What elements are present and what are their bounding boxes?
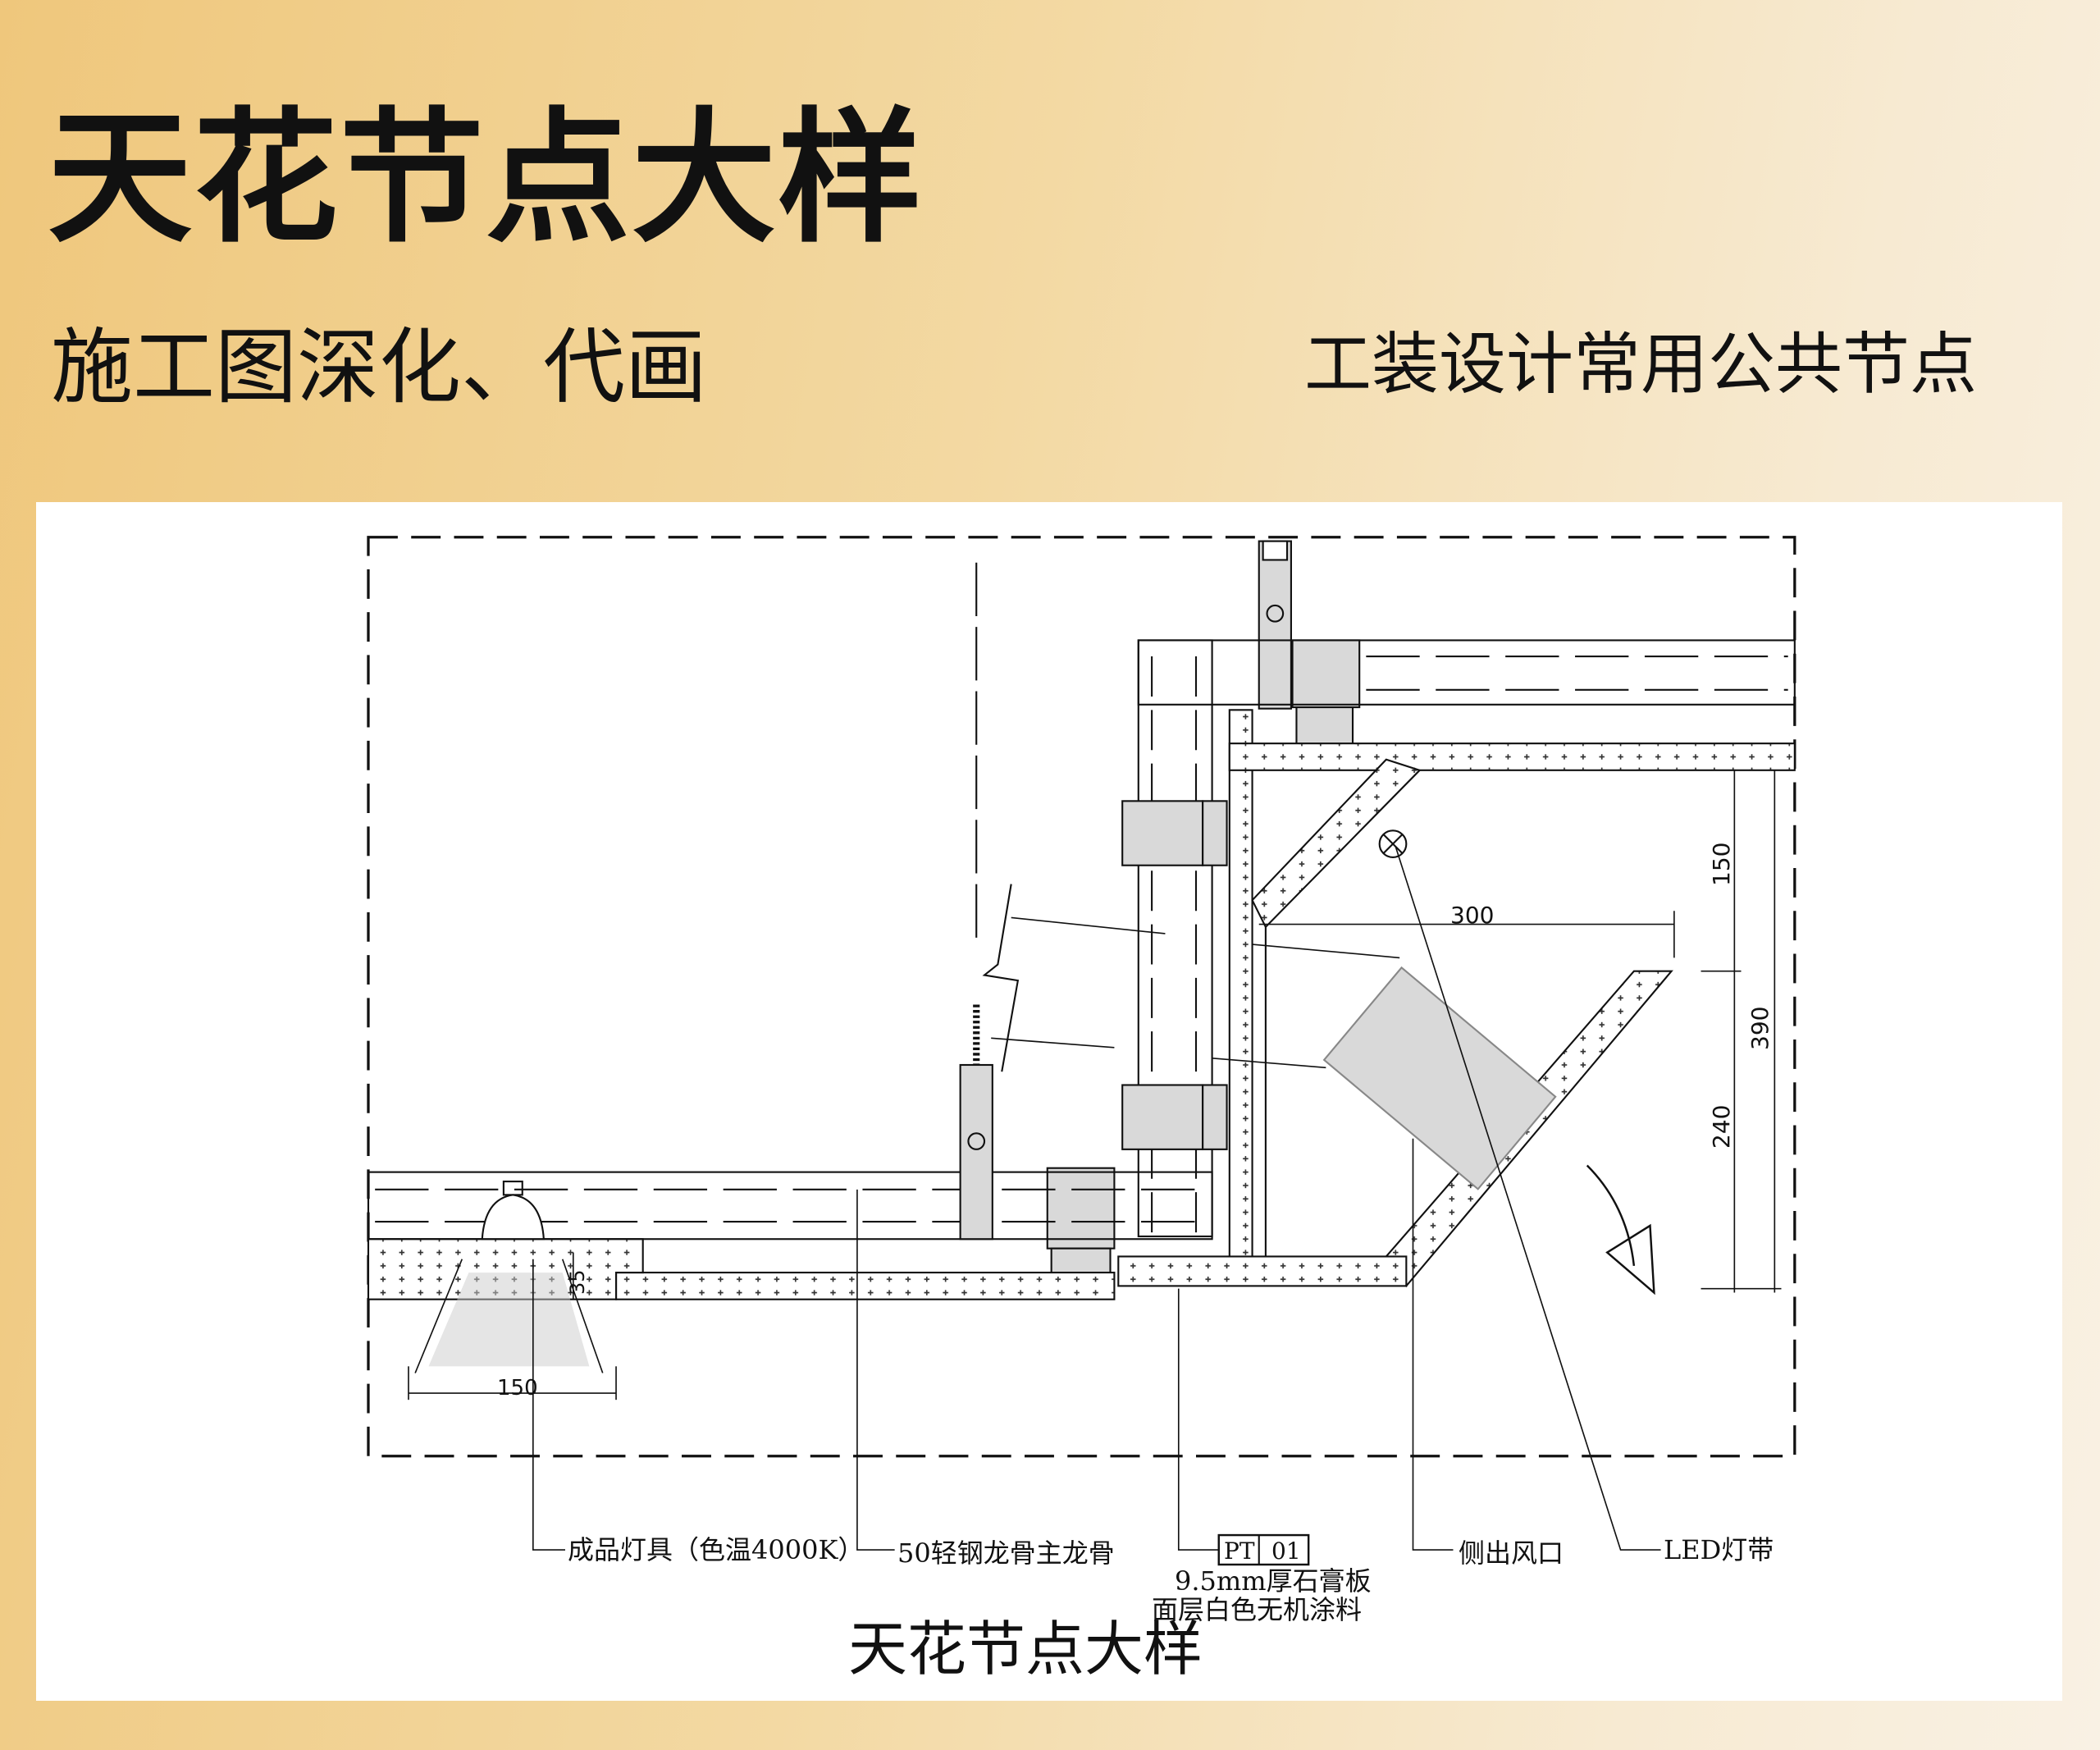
- dashed-frame: [367, 536, 1796, 1458]
- side-vent-duct: [1322, 966, 1557, 1190]
- dim-390: 390: [1746, 1007, 1774, 1050]
- dim-240: 240: [1708, 1105, 1735, 1149]
- led-strip-fixture: [1378, 829, 1408, 858]
- dim-150: 150: [1708, 843, 1735, 886]
- vertical-keel-frame: [1137, 639, 1213, 1238]
- label-main-keel: 50轻钢龙骨主龙骨: [897, 1538, 1115, 1569]
- top-gypsum-board: [1228, 742, 1796, 771]
- material-tag-box: [1217, 1533, 1310, 1566]
- dim-300: 300: [1450, 902, 1494, 929]
- label-gypsum-board: 9.5mm厚石膏板: [1175, 1565, 1372, 1597]
- drawing-panel: [36, 502, 2062, 1701]
- leader-lines: [532, 846, 1661, 1551]
- upper-diagonal-board: [1251, 758, 1422, 929]
- airflow-arrow: [1586, 1164, 1655, 1295]
- bottom-gypsum-board: [1117, 1255, 1408, 1287]
- break-symbol: [982, 884, 1020, 1072]
- dimension-lines: [408, 770, 1782, 1400]
- vertical-gypsum-board: [1228, 709, 1253, 1260]
- page-subtitle: 施工图深化、代画: [51, 319, 707, 415]
- keel-clip: [1046, 800, 1228, 1274]
- label-side-vent: 侧出风口: [1459, 1538, 1564, 1569]
- page-title: 天花节点大样: [48, 94, 924, 263]
- page-tagline: 工装设计常用公共节点: [1304, 326, 1978, 404]
- material-tag-number: 01: [1271, 1538, 1301, 1565]
- drawing-title: 天花节点大样: [848, 1615, 1203, 1684]
- ceiling-gypsum-board: [614, 1272, 1116, 1300]
- dim-lamp-150: 150: [497, 1376, 538, 1400]
- label-finish: 面层白色无机涂料: [1152, 1594, 1362, 1625]
- label-led-strip: LED灯带: [1664, 1534, 1774, 1565]
- dim-lamp-35: 35: [566, 1269, 589, 1295]
- material-tag-code: PT: [1224, 1538, 1255, 1565]
- label-light-fixture: 成品灯具（色温4000K）: [568, 1534, 864, 1565]
- top-hanger: [1258, 540, 1361, 749]
- top-main-channel: [1137, 639, 1796, 706]
- lower-hanger: [959, 1004, 993, 1241]
- lower-main-channel: [367, 1171, 1213, 1241]
- recessed-light: [414, 1180, 604, 1373]
